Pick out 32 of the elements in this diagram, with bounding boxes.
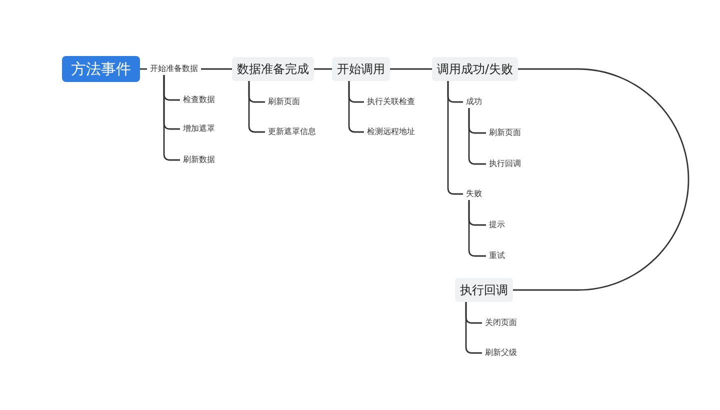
topic-label: 增加遮罩 — [180, 123, 218, 135]
topic-label: 开始准备数据 — [147, 63, 201, 75]
topic-label: 检测远程地址 — [364, 126, 418, 138]
topic-label: 成功 — [463, 96, 485, 108]
connector-line — [314, 68, 332, 70]
connector-line — [163, 75, 180, 161]
connector-line — [513, 68, 689, 291]
connector-line — [248, 81, 265, 133]
topic-label: 刷新数据 — [180, 154, 218, 166]
topic-box: 执行回调 — [455, 278, 513, 302]
topic-label: 执行回调 — [486, 158, 524, 170]
connector-line — [468, 108, 486, 165]
connector-line — [201, 68, 232, 70]
topic-box: 数据准备完成 — [232, 57, 314, 81]
connector-line — [348, 81, 364, 133]
connector-line — [468, 200, 486, 257]
connector-line — [465, 302, 482, 354]
topic-box: 开始调用 — [332, 57, 390, 81]
topic-label: 刷新父级 — [482, 347, 520, 359]
topic-box: 调用成功/失败 — [432, 57, 518, 81]
root-topic-box: 方法事件 — [62, 56, 140, 82]
topic-label: 刷新页面 — [265, 96, 303, 108]
connector-line — [390, 68, 432, 70]
topic-label: 执行关联检查 — [364, 96, 418, 108]
topic-label: 提示 — [486, 219, 508, 231]
topic-label: 重试 — [486, 250, 508, 262]
connector-line — [447, 81, 463, 195]
topic-label: 关闭页面 — [482, 317, 520, 329]
topic-label: 检查数据 — [180, 94, 218, 106]
topic-label: 更新遮罩信息 — [265, 126, 319, 138]
topic-label: 刷新页面 — [486, 127, 524, 139]
topic-label: 失败 — [463, 188, 485, 200]
